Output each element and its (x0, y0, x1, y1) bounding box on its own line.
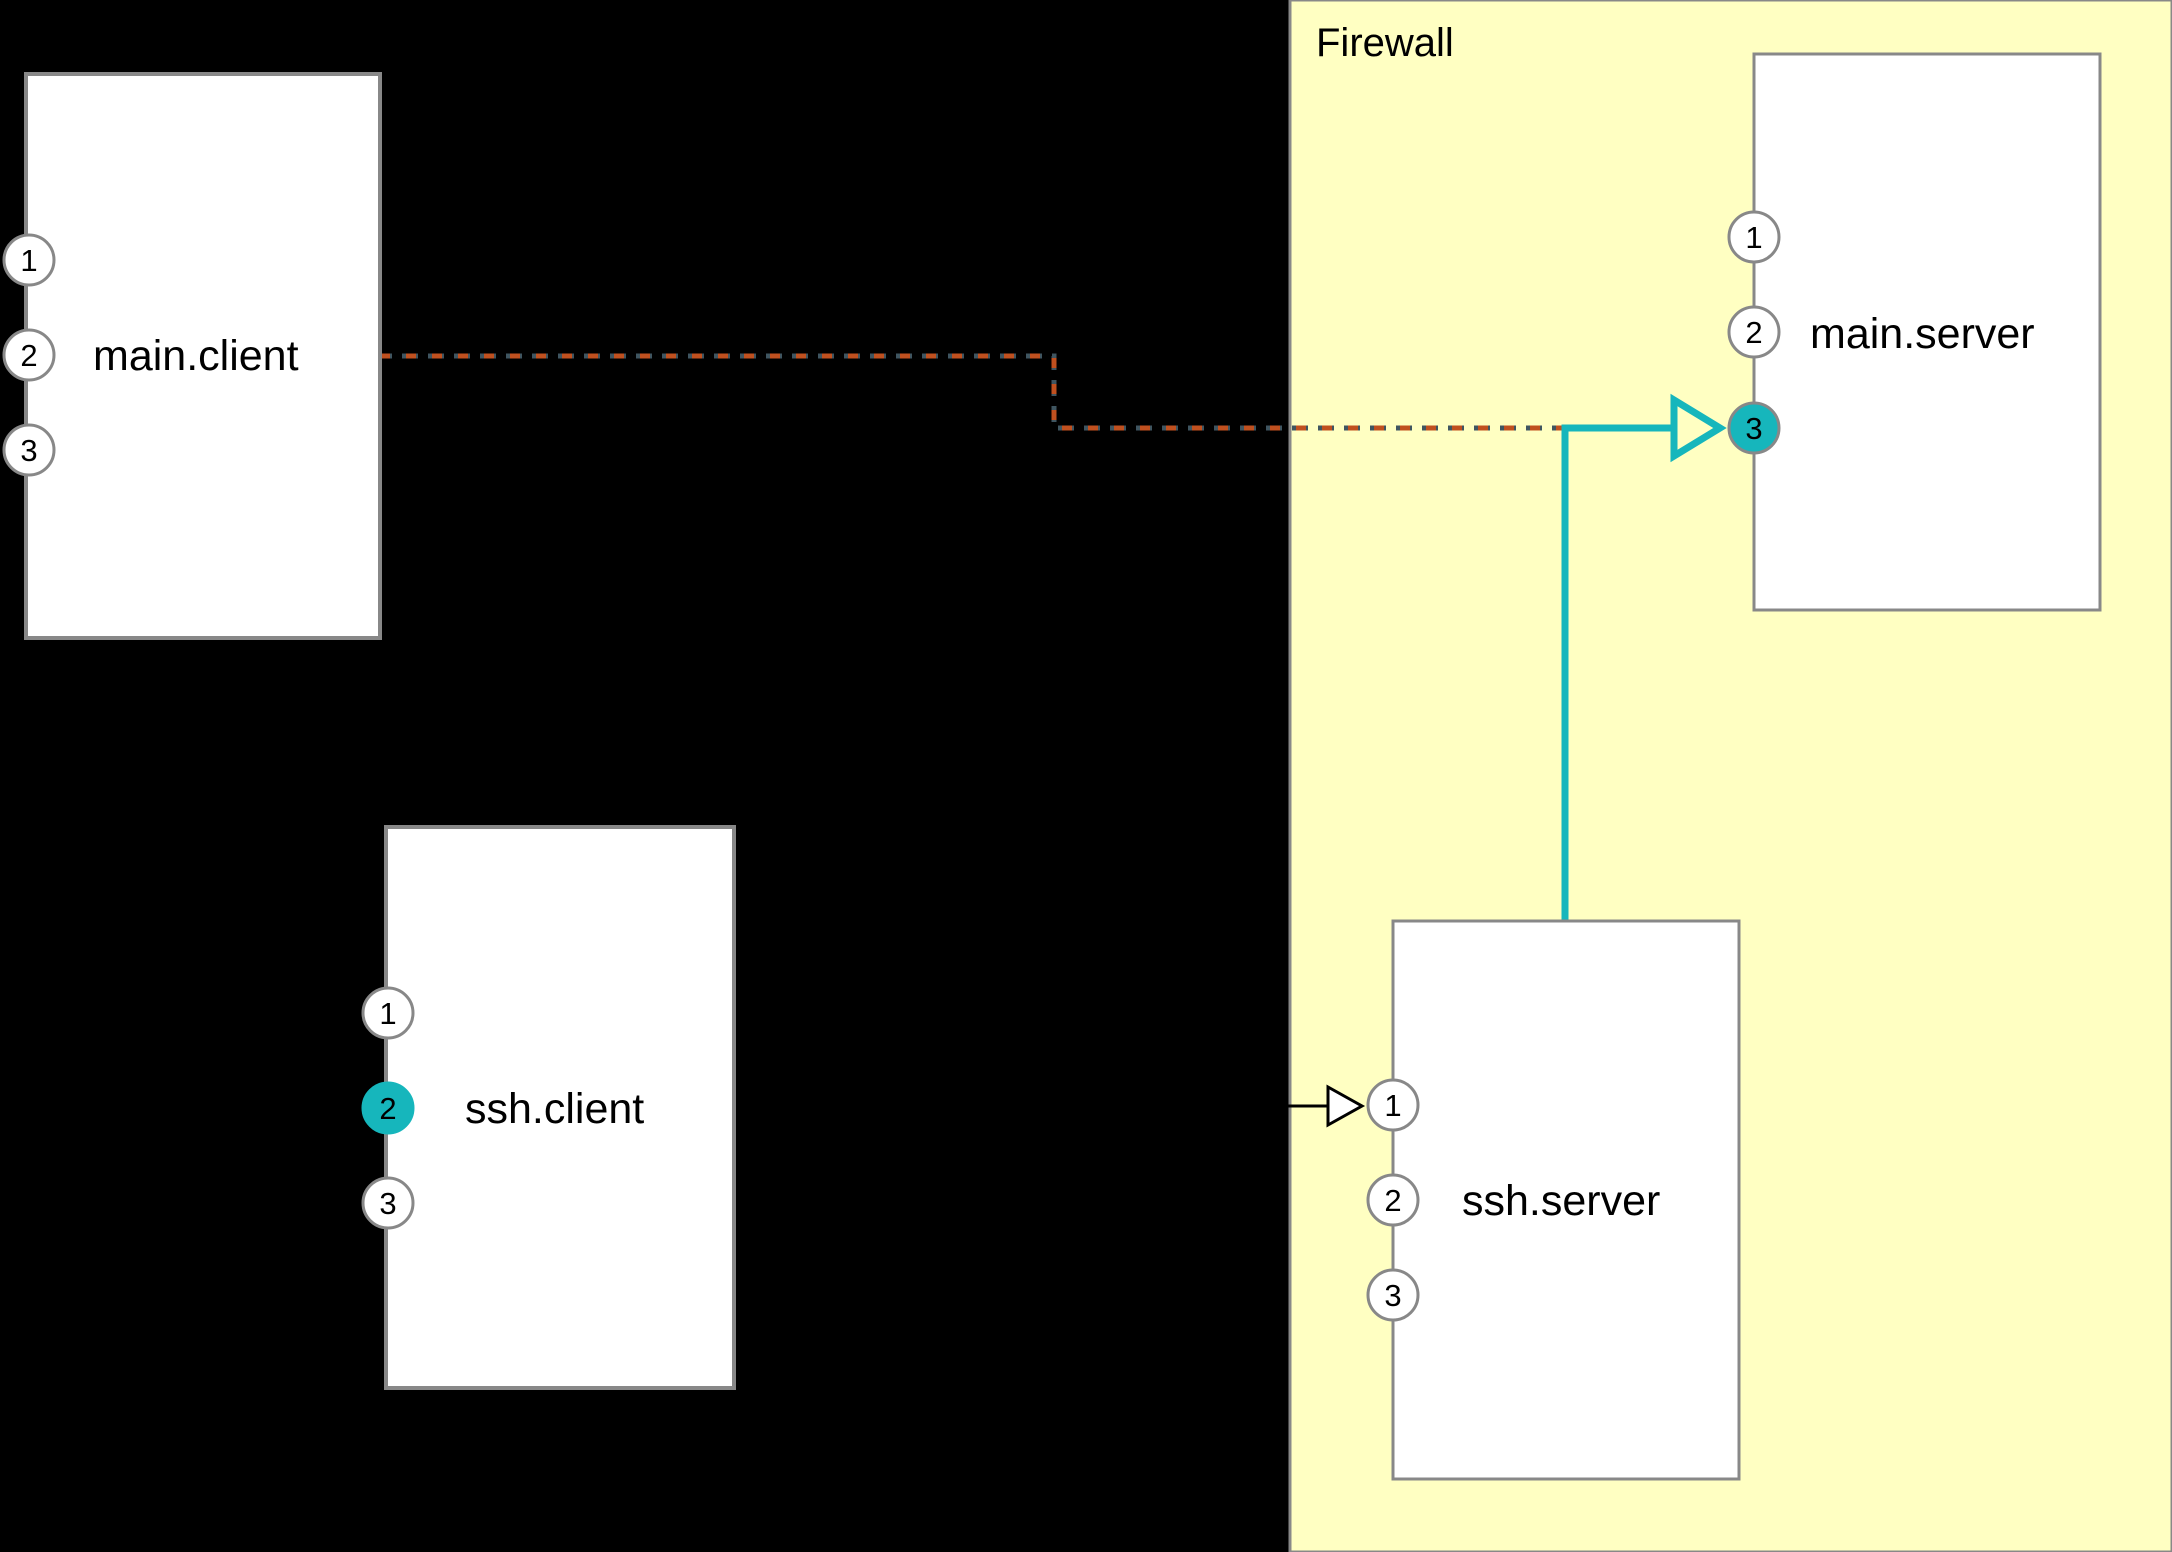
ssh-server-port-1-label: 1 (1384, 1088, 1401, 1123)
ssh-server-port-1[interactable]: 1 (1366, 1078, 1420, 1132)
ssh-client-port-1-label: 1 (379, 996, 396, 1031)
node-main-client[interactable]: main.client 1 2 3 (2, 72, 382, 640)
ssh-server-port-3[interactable]: 3 (1366, 1268, 1420, 1322)
ssh-server-port-2[interactable]: 2 (1366, 1173, 1420, 1227)
ssh-client-port-2[interactable]: 2 (361, 1081, 415, 1135)
main-client-port-1[interactable]: 1 (2, 233, 56, 287)
main-server-port-2-label: 2 (1745, 315, 1762, 350)
node-main-server[interactable]: main.server 1 2 3 (1727, 52, 2102, 612)
main-client-port-1-label: 1 (20, 243, 37, 278)
main-server-port-2[interactable]: 2 (1727, 305, 1781, 359)
ssh-server-port-3-label: 3 (1384, 1278, 1401, 1313)
ssh-server-box (1391, 919, 1741, 1481)
main-server-label: main.server (1810, 310, 2035, 358)
main-client-port-2-label: 2 (20, 338, 37, 373)
main-client-port-3-label: 3 (20, 433, 37, 468)
ssh-client-port-1[interactable]: 1 (361, 986, 415, 1040)
main-server-port-1-label: 1 (1745, 220, 1762, 255)
main-client-port-3[interactable]: 3 (2, 423, 56, 477)
main-server-port-1[interactable]: 1 (1727, 210, 1781, 264)
ssh-client-box (384, 825, 736, 1390)
ssh-server-port-2-label: 2 (1384, 1183, 1401, 1218)
firewall-label: Firewall (1316, 21, 1454, 65)
tunnel-arrowhead (1670, 393, 1727, 463)
main-client-port-2[interactable]: 2 (2, 328, 56, 382)
edge-main-client-to-main-server (376, 353, 1710, 431)
node-ssh-client[interactable]: ssh.client 1 2 3 (361, 825, 736, 1390)
main-client-label: main.client (93, 332, 299, 380)
edge-ssh-client-to-ssh-server (734, 1084, 1366, 1128)
ssh-server-label: ssh.server (1462, 1177, 1660, 1225)
ssh-client-port-2-label: 2 (379, 1091, 396, 1126)
tunnel-line (1561, 424, 1674, 920)
node-ssh-server[interactable]: ssh.server 1 2 3 (1366, 919, 1741, 1481)
edge-ssh-server-to-main-server (1561, 393, 1727, 920)
main-server-port-3[interactable]: 3 (1727, 401, 1781, 455)
ssh-client-label: ssh.client (465, 1085, 644, 1133)
ssh-client-port-3[interactable]: 3 (361, 1176, 415, 1230)
ssh-client-port-3-label: 3 (379, 1186, 396, 1221)
main-client-box (24, 72, 382, 640)
forward-line-dashed (376, 353, 1710, 431)
main-server-port-3-label: 3 (1745, 411, 1762, 446)
